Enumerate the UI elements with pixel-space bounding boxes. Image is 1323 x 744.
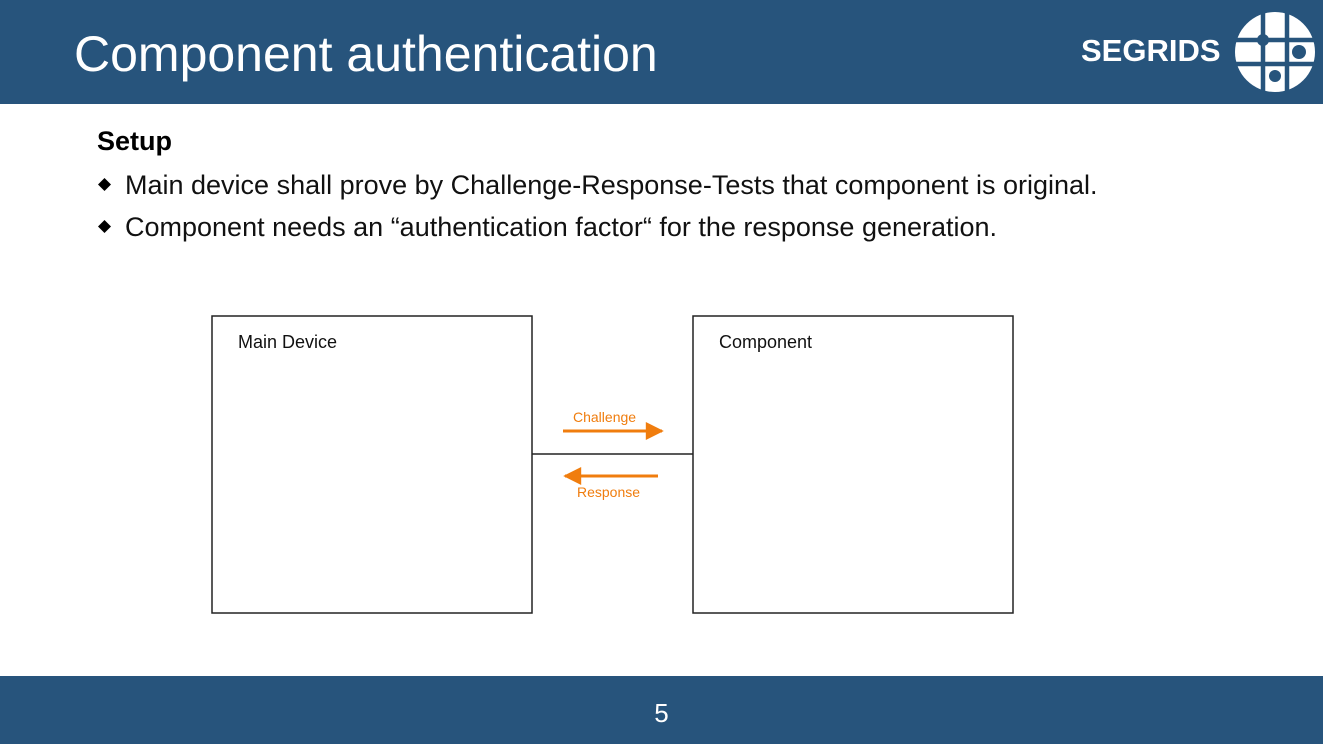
component-label: Component xyxy=(719,332,812,352)
main-device-label: Main Device xyxy=(238,332,337,352)
diamond-bullet-icon xyxy=(98,178,111,191)
logo-text: SEGRIDS xyxy=(1081,33,1221,68)
main-device-box xyxy=(211,315,533,614)
setup-heading: Setup xyxy=(97,126,173,156)
bullet-text: Main device shall prove by Challenge-Res… xyxy=(125,170,1098,200)
slide-title: Component authentication xyxy=(74,26,658,82)
challenge-label: Challenge xyxy=(573,409,636,425)
bullet-text: Component needs an “authentication facto… xyxy=(125,212,998,242)
page-number: 5 xyxy=(654,698,669,728)
component-box xyxy=(692,315,1014,614)
segrids-logo: SEGRIDS xyxy=(1078,10,1318,94)
header-bar: Component authentication SEGRIDS xyxy=(0,0,1323,104)
footer-bar: 5 xyxy=(0,676,1323,744)
response-label: Response xyxy=(577,484,640,500)
diamond-bullet-icon xyxy=(98,220,111,233)
segrids-logo-icon xyxy=(1233,10,1317,94)
